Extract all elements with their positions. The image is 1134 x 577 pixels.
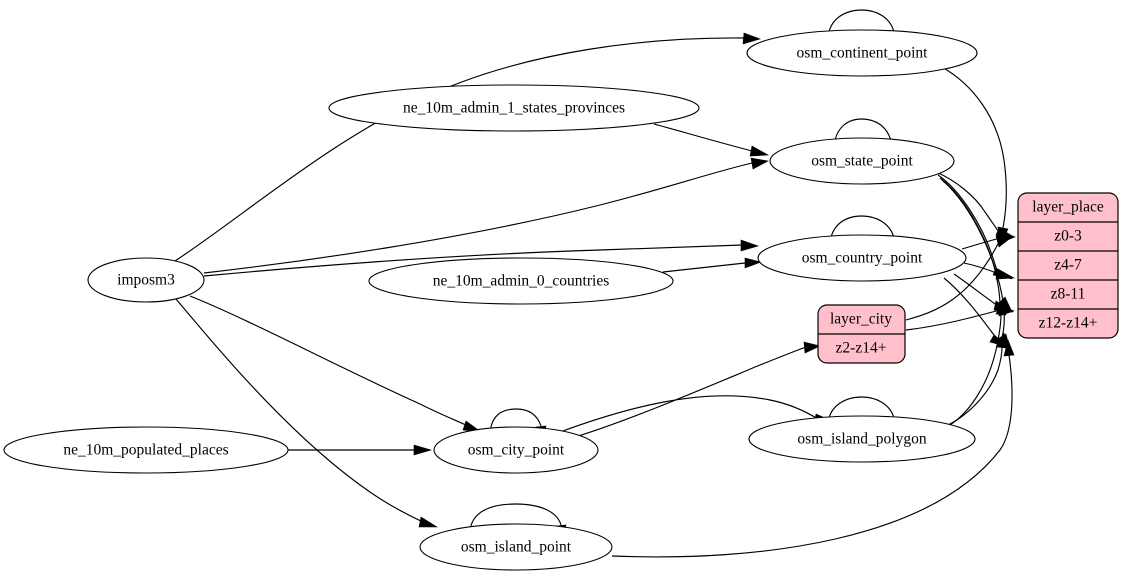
node-label-osm-country-point: osm_country_point (802, 250, 923, 267)
node-imposm3[interactable]: imposm3 (87, 257, 205, 303)
edge-imposm3-to-osm-country-point (203, 239, 759, 277)
edge-osm-state-point-to-layer-place-z0-3 (935, 171, 1016, 238)
node-label-osm-island-polygon: osm_island_polygon (797, 431, 926, 448)
edge-imposm3-to-osm-state-point (203, 157, 769, 274)
node-osm-continent-point[interactable]: osm_continent_point (746, 29, 978, 77)
node-osm-island-polygon[interactable]: osm_island_polygon (748, 415, 976, 463)
edge-ne-admin0-to-osm-country-point (662, 257, 763, 273)
node-label-ne-10m-admin-0-countries: ne_10m_admin_0_countries (433, 273, 610, 290)
record-row-layer-place-title: layer_place (1032, 199, 1104, 216)
node-label-imposm3: imposm3 (117, 272, 175, 289)
edge-imposm3-to-osm-island-point (175, 298, 439, 528)
edge-osm-island-polygon-to-layer-place-z8-11 (945, 299, 1007, 428)
node-ne-10m-admin-1-states-provinces[interactable]: ne_10m_admin_1_states_provinces (328, 84, 700, 132)
record-row-layer-place-z12-z14[interactable]: z12-z14+ (1039, 315, 1098, 332)
edge-imposm3-to-osm-continent-point (174, 32, 761, 262)
node-osm-country-point[interactable]: osm_country_point (757, 234, 967, 282)
record-node-layer-city[interactable]: layer_city z2-z14+ (817, 304, 906, 364)
edge-osm-island-polygon-to-layer-place-z12-z14 (947, 332, 1008, 426)
node-label-osm-state-point: osm_state_point (811, 153, 913, 170)
node-ne-10m-admin-0-countries[interactable]: ne_10m_admin_0_countries (368, 257, 674, 305)
edge-ne-populated-places-to-osm-city-point (288, 444, 433, 456)
record-row-layer-place-z8-11[interactable]: z8-11 (1051, 286, 1086, 303)
node-label-ne-10m-admin-1-states-provinces: ne_10m_admin_1_states_provinces (403, 100, 625, 117)
node-label-ne-10m-populated-places: ne_10m_populated_places (63, 442, 228, 459)
node-label-osm-city-point: osm_city_point (468, 442, 565, 459)
edge-osm-country-point-to-layer-place-z4-7 (963, 262, 1016, 280)
node-label-osm-island-point: osm_island_point (461, 539, 572, 556)
node-osm-city-point[interactable]: osm_city_point (433, 426, 599, 474)
node-osm-state-point[interactable]: osm_state_point (769, 137, 955, 185)
record-node-layer-place[interactable]: layer_place z0-3 z4-7 z8-11 z12-z14+ (1017, 192, 1119, 339)
edge-osm-city-point-to-layer-city-z2-z14 (574, 341, 821, 438)
node-osm-island-point[interactable]: osm_island_point (419, 523, 613, 571)
node-label-osm-continent-point: osm_continent_point (797, 45, 929, 62)
edge-ne-admin1-to-osm-state-point (653, 123, 770, 157)
record-row-layer-city-z2-z14[interactable]: z2-z14+ (836, 340, 887, 357)
edge-layer-city-to-layer-place-z0-3 (905, 235, 1014, 321)
edge-imposm3-to-osm-city-point (189, 295, 483, 433)
edge-osm-island-point-to-layer-place-z12-z14 (611, 339, 1015, 558)
record-row-layer-place-z4-7[interactable]: z4-7 (1054, 257, 1082, 274)
node-ne-10m-populated-places[interactable]: ne_10m_populated_places (3, 426, 289, 474)
record-row-layer-city-title: layer_city (830, 311, 892, 328)
node-layer: imposm3 ne_10m_admin_1_states_provinces … (3, 29, 978, 571)
record-node-layer: layer_place z0-3 z4-7 z8-11 z12-z14+ lay… (817, 192, 1119, 364)
record-row-layer-place-z0-3[interactable]: z0-3 (1054, 228, 1082, 245)
